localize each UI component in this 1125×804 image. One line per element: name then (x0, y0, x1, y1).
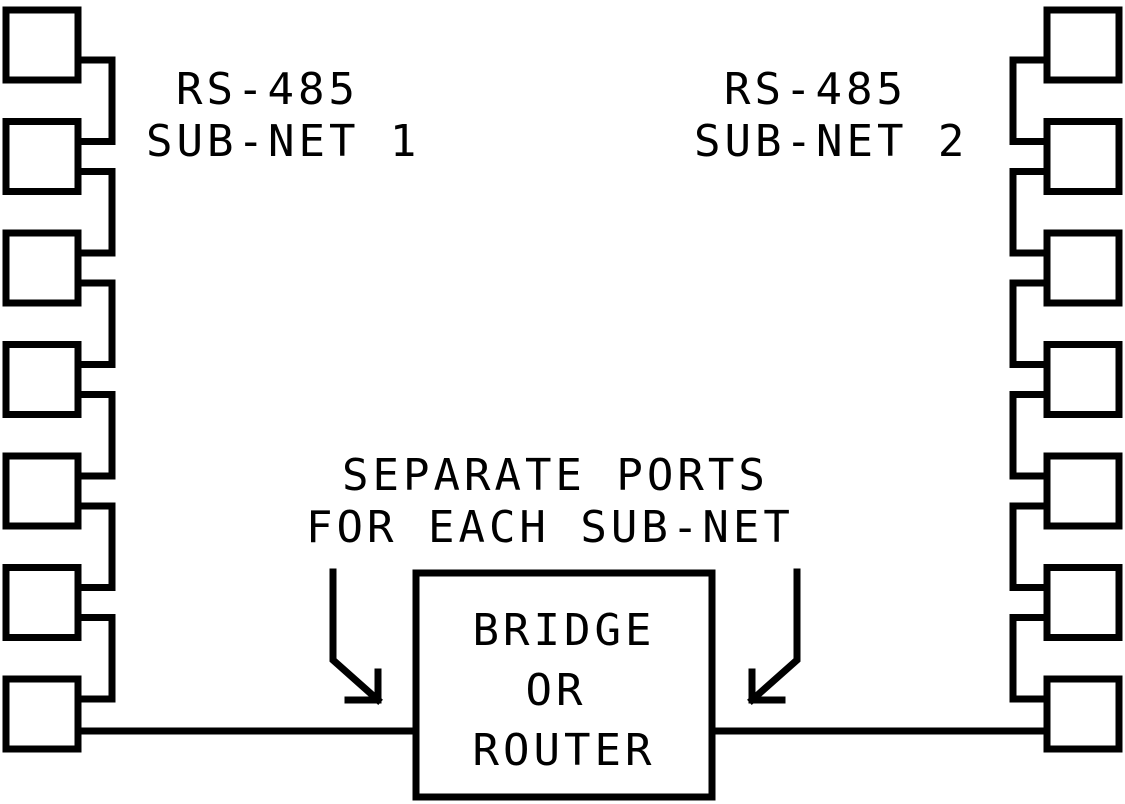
subnet-1-node-2 (2, 118, 82, 195)
subnet-1-link-4 (74, 391, 116, 480)
subnet-1-node-7 (2, 675, 82, 753)
subnet-2-link-5 (1009, 502, 1051, 591)
subnet-1-link-6 (74, 614, 116, 703)
subnet-1-node-3 (2, 229, 82, 307)
subnet-1-node-5 (2, 452, 82, 530)
subnet-2-node-2 (1043, 118, 1123, 195)
subnet-1-label-line1: RS-485 (176, 64, 359, 115)
subnet-1-node-1 (2, 6, 82, 84)
subnet-2-node-6 (1043, 564, 1123, 641)
subnet-2-node-7 (1043, 675, 1123, 753)
subnet-1-node-6 (2, 564, 82, 641)
device-label-line2: OR (526, 665, 587, 716)
subnet-2-label-line2: SUB-NET 2 (694, 116, 968, 167)
ports-note-line2: FOR EACH SUB-NET (306, 502, 794, 553)
subnet-1-bus (2, 6, 116, 753)
ports-note-line1: SEPARATE PORTS (342, 450, 769, 501)
subnet-2-label-line1: RS-485 (724, 64, 907, 115)
device-label-line1: BRIDGE (473, 605, 656, 656)
subnet-2-node-3 (1043, 229, 1123, 307)
subnet-2-node-5 (1043, 452, 1123, 530)
subnet-2-node-4 (1043, 341, 1123, 418)
subnet-2-node-1 (1043, 6, 1123, 84)
subnet-2-link-2 (1009, 168, 1051, 257)
subnet-2-bus (1009, 6, 1123, 753)
subnet-1-node-4 (2, 341, 82, 418)
subnet-2-link-3 (1009, 279, 1051, 368)
subnet-1-link-1 (74, 56, 116, 145)
bridge-router-box (412, 569, 716, 801)
subnet-2-link-4 (1009, 391, 1051, 480)
subnet-1-link-2 (74, 168, 116, 257)
subnet-1-link-5 (74, 502, 116, 591)
left-port-arrow-icon (329, 568, 383, 705)
subnet-1-label-line2: SUB-NET 1 (146, 116, 420, 167)
device-label-line3: ROUTER (473, 725, 656, 776)
right-port-arrow-icon (747, 568, 801, 705)
subnet-2-link-6 (1009, 614, 1051, 703)
subnet-2-link-1 (1009, 56, 1051, 145)
subnet-1-link-3 (74, 279, 116, 368)
